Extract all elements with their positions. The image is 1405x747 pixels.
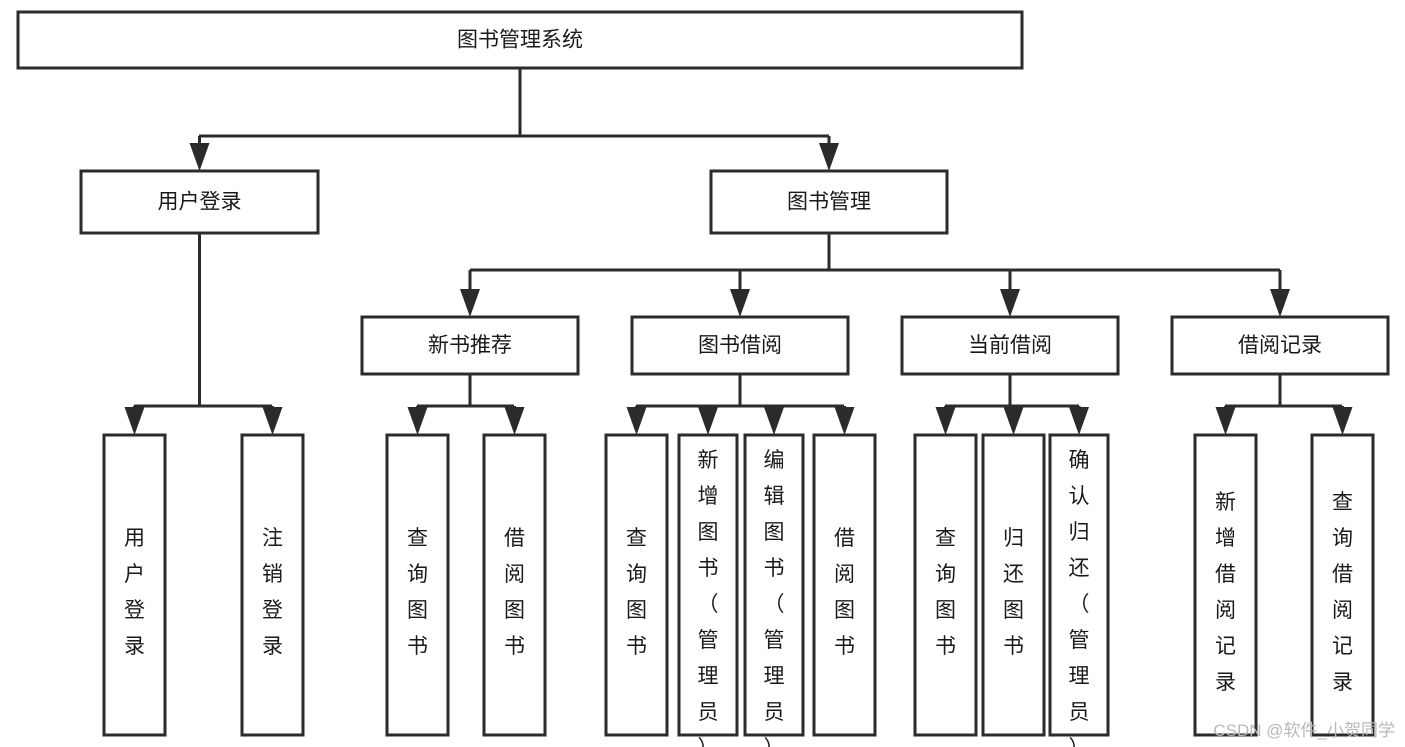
node-box (360, 315, 580, 376)
node-box (900, 315, 1120, 376)
arrow-head-icon (504, 407, 525, 435)
arrow-head-icon (262, 407, 283, 435)
node-box (482, 433, 547, 737)
node-label: 查询图书 (626, 527, 647, 658)
node-leaf-logout[interactable]: 注销登录 (240, 433, 305, 737)
node-leaf-query-book-1[interactable]: 查询图书 (385, 433, 450, 737)
node-label: 查询借阅记录 (1332, 491, 1353, 694)
node-label: 借阅图书 (504, 527, 525, 658)
node-label: 用户登录 (158, 191, 242, 214)
arrow-head-icon (819, 143, 839, 171)
node-box (385, 433, 450, 737)
node-label: 新增借阅记录 (1215, 491, 1236, 694)
node-leaf-user-login[interactable]: 用户登录 (102, 433, 167, 737)
node-borrow-record[interactable]: 借阅记录 (1170, 315, 1390, 376)
arrow-head-icon (1270, 289, 1290, 317)
connector-layer (124, 68, 1353, 435)
node-leaf-edit-book[interactable]: 编辑图书（管理员） (743, 433, 805, 747)
arrow-head-icon (764, 407, 784, 435)
node-label: 图书借阅 (698, 334, 782, 357)
node-label: 编辑图书（管理员） (764, 449, 785, 747)
node-box (240, 433, 305, 737)
node-box (1048, 433, 1110, 737)
node-box (102, 433, 167, 737)
arrow-head-icon (189, 143, 210, 171)
arrow-head-icon (460, 289, 480, 317)
node-leaf-borrow-book-2[interactable]: 借阅图书 (812, 433, 877, 737)
node-box (677, 433, 739, 737)
node-box (1310, 433, 1375, 737)
node-label: 图书管理 (787, 191, 871, 214)
arrow-head-icon (1069, 407, 1089, 435)
node-box (913, 433, 978, 737)
node-label: 新增图书（管理员） (698, 449, 719, 747)
node-label: 确认归还（管理员） (1069, 449, 1090, 747)
node-leaf-add-record[interactable]: 新增借阅记录 (1193, 433, 1258, 737)
node-box (630, 315, 850, 376)
node-label: 借阅记录 (1238, 334, 1322, 357)
node-box (981, 433, 1046, 737)
arrow-head-icon (124, 407, 145, 435)
node-label: 查询图书 (935, 527, 956, 658)
arrow-head-icon (626, 407, 647, 435)
node-root[interactable]: 图书管理系统 (16, 10, 1024, 70)
node-box (604, 433, 669, 737)
arrow-head-icon (834, 407, 855, 435)
node-label: 注销登录 (262, 527, 283, 658)
node-leaf-borrow-book-1[interactable]: 借阅图书 (482, 433, 547, 737)
node-leaf-add-book[interactable]: 新增图书（管理员） (677, 433, 739, 747)
node-leaf-query-book-3[interactable]: 查询图书 (913, 433, 978, 737)
node-label: 归还图书 (1003, 527, 1024, 658)
arrow-head-icon (1000, 289, 1020, 317)
node-box (709, 169, 949, 235)
node-leaf-return-book[interactable]: 归还图书 (981, 433, 1046, 737)
node-leaf-query-record[interactable]: 查询借阅记录 (1310, 433, 1375, 737)
node-layer: 图书管理系统用户登录图书管理新书推荐图书借阅当前借阅借阅记录用户登录注销登录查询… (16, 10, 1390, 747)
node-label: 查询图书 (407, 527, 428, 658)
node-box (1193, 433, 1258, 737)
node-new-book-rec[interactable]: 新书推荐 (360, 315, 580, 376)
arrow-head-icon (407, 407, 428, 435)
arrow-head-icon (730, 289, 750, 317)
node-book-borrow[interactable]: 图书借阅 (630, 315, 850, 376)
node-label: 图书管理系统 (457, 29, 583, 52)
arrow-head-icon (1003, 407, 1024, 435)
arrow-head-icon (1332, 407, 1353, 435)
node-box (743, 433, 805, 737)
node-book-manage[interactable]: 图书管理 (709, 169, 949, 235)
node-label: 用户登录 (124, 527, 145, 658)
node-label: 新书推荐 (428, 334, 512, 357)
node-box (812, 433, 877, 737)
node-box (1170, 315, 1390, 376)
node-box (79, 169, 320, 235)
arrow-head-icon (935, 407, 956, 435)
node-box (16, 10, 1024, 70)
node-current-borrow[interactable]: 当前借阅 (900, 315, 1120, 376)
node-leaf-confirm-return[interactable]: 确认归还（管理员） (1048, 433, 1110, 747)
arrow-head-icon (1215, 407, 1236, 435)
node-user-login[interactable]: 用户登录 (79, 169, 320, 235)
node-leaf-query-book-2[interactable]: 查询图书 (604, 433, 669, 737)
watermark-label: CSDN @软件_小贺同学 (1213, 721, 1395, 740)
arrow-head-icon (698, 407, 718, 435)
node-label: 当前借阅 (968, 334, 1052, 357)
node-label: 借阅图书 (834, 527, 855, 658)
